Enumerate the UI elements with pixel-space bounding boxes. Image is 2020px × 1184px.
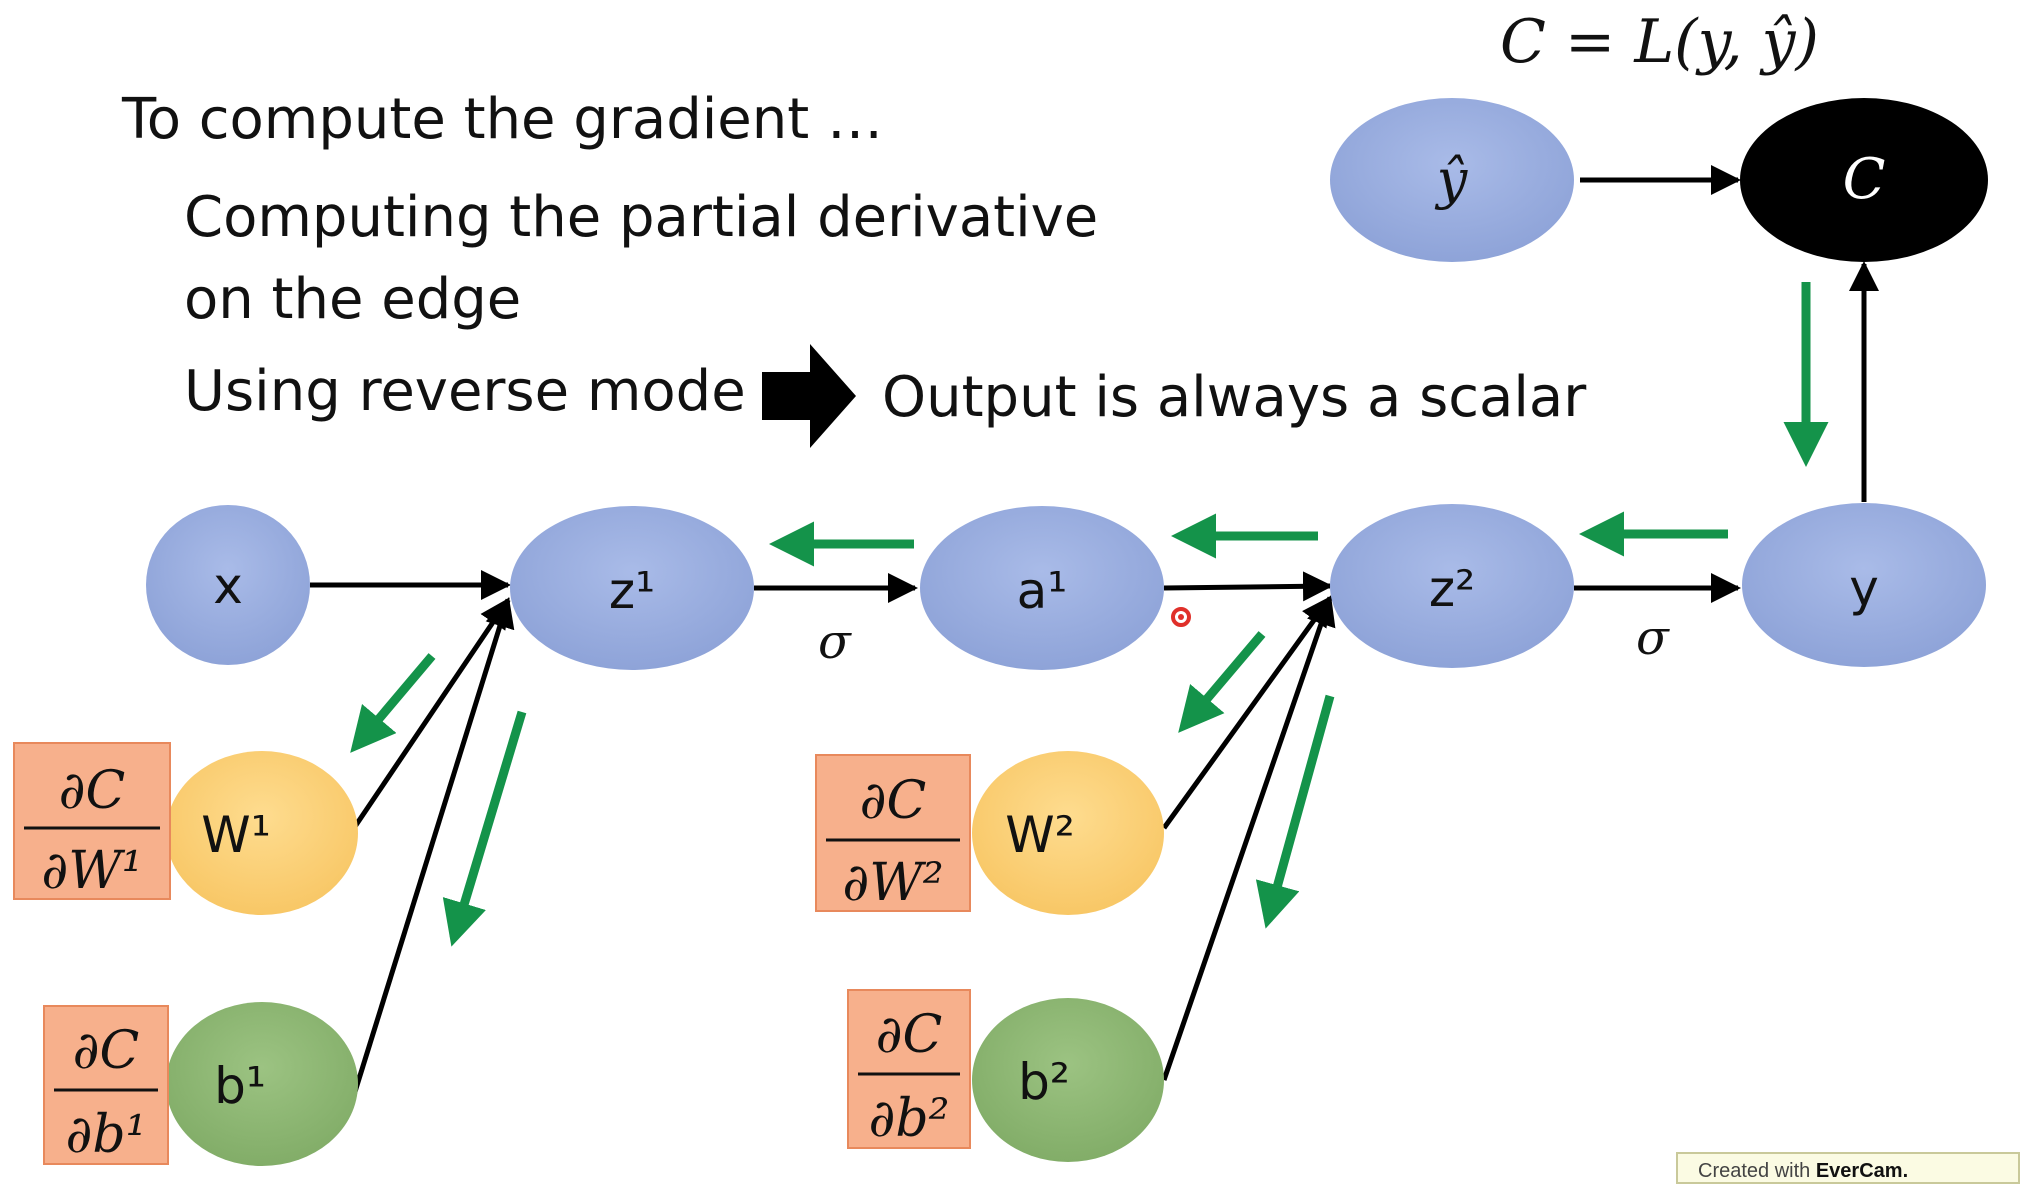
sigma-label-1: σ (818, 614, 852, 670)
node-w2: W² (972, 751, 1164, 915)
node-yhat-label: ŷ (1435, 148, 1469, 211)
node-x-label: x (213, 557, 243, 615)
gradient-b1-denominator: ∂b¹ (65, 1105, 146, 1165)
node-y-label: y (1849, 559, 1879, 617)
text-line-5: Output is always a scalar (882, 365, 1587, 430)
gradient-w1-numerator: ∂C (59, 761, 126, 821)
gradient-w2-numerator: ∂C (860, 771, 927, 831)
node-cost-label: C (1843, 147, 1886, 212)
edge-b1-z1 (351, 597, 515, 1096)
forward-edges (310, 165, 1879, 1096)
green-arrow-z2-w2 (1178, 631, 1266, 733)
watermark: Created with EverCam. (1676, 1152, 2020, 1184)
node-x: x (146, 505, 310, 665)
text-line-1: To compute the gradient … (121, 87, 883, 152)
node-b2: b² (972, 998, 1164, 1162)
node-b1: b¹ (166, 1002, 358, 1166)
backward-arrows (350, 282, 1829, 947)
sigma-label-2: σ (1636, 610, 1670, 666)
gradient-b2-denominator: ∂b² (868, 1089, 949, 1149)
gradient-w2-denominator: ∂W² (842, 853, 943, 913)
watermark-brand: EverCam. (1815, 1160, 1909, 1182)
text-line-3: on the edge (184, 267, 521, 332)
node-z1-label: z¹ (609, 562, 655, 620)
node-z1: z¹ (510, 506, 754, 670)
edge-a1-z2 (1163, 571, 1333, 602)
text-line-2: Computing the partial derivative (184, 185, 1098, 250)
right-arrow-icon (762, 344, 856, 448)
cost-formula: C = L(y, ŷ) (1500, 7, 1819, 77)
gradient-box-w2: ∂C ∂W² (815, 754, 971, 913)
node-z2-label: z² (1429, 560, 1475, 618)
green-arrow-z1-w1 (350, 653, 436, 753)
node-w1-label: W¹ (201, 806, 270, 864)
node-a1: a¹ (920, 506, 1164, 670)
node-cost: C (1740, 98, 1988, 262)
gradient-box-w1: ∂C ∂W¹ (13, 742, 171, 901)
node-y: y (1742, 503, 1986, 667)
cursor-marker (1171, 607, 1191, 627)
gradient-box-b1: ∂C ∂b¹ (43, 1005, 169, 1165)
node-a1-label: a¹ (1017, 562, 1068, 620)
gradient-w1-denominator: ∂W¹ (41, 841, 142, 901)
edge-w1-z1 (351, 597, 511, 830)
node-b1-label: b¹ (214, 1057, 266, 1115)
node-z2: z² (1330, 504, 1574, 668)
gradient-b2-numerator: ∂C (876, 1005, 943, 1065)
text-line-4: Using reverse mode (184, 359, 746, 424)
node-w2-label: W² (1005, 806, 1074, 864)
gradient-box-b2: ∂C ∂b² (847, 989, 971, 1149)
edge-b2-z2 (1161, 595, 1336, 1081)
gradient-b1-numerator: ∂C (73, 1021, 140, 1081)
watermark-prefix: Created with (1698, 1160, 1811, 1182)
edge-w2-z2 (1161, 595, 1333, 830)
node-b2-label: b² (1018, 1053, 1070, 1111)
node-yhat: ŷ (1330, 98, 1574, 262)
node-w1: W¹ (166, 751, 358, 915)
green-arrow-z2-b2 (1255, 694, 1335, 929)
green-arrow-z1-b1 (442, 710, 527, 947)
